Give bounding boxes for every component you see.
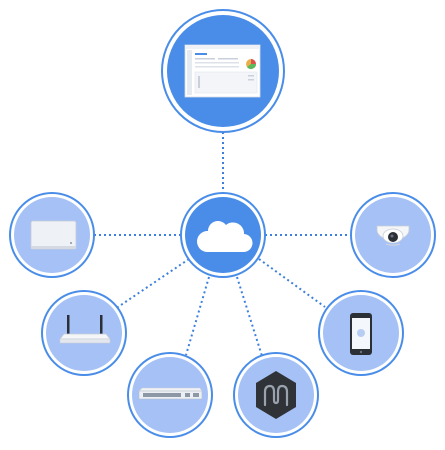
connector-switch <box>185 276 210 356</box>
cloud-hub[interactable] <box>180 192 266 278</box>
connector-phone <box>258 258 326 308</box>
dashboard-window-icon <box>184 44 261 98</box>
switch-icon <box>138 387 203 400</box>
router-icon <box>59 315 111 344</box>
phone-icon <box>350 313 372 355</box>
router-node[interactable] <box>41 290 127 376</box>
access-point-node[interactable] <box>9 192 95 278</box>
connectors <box>94 132 352 357</box>
connector-router <box>117 258 190 308</box>
security-appliance-icon <box>256 371 296 419</box>
dashboard-node[interactable] <box>161 9 285 133</box>
security-appliance-node[interactable] <box>233 352 319 438</box>
camera-node[interactable] <box>350 192 436 278</box>
connector-security-appliance <box>236 276 263 357</box>
switch-node[interactable] <box>127 352 213 438</box>
phone-node[interactable] <box>318 290 404 376</box>
dome-camera-icon <box>376 225 410 246</box>
cloud-icon <box>196 221 253 253</box>
access-point-icon <box>30 220 77 250</box>
